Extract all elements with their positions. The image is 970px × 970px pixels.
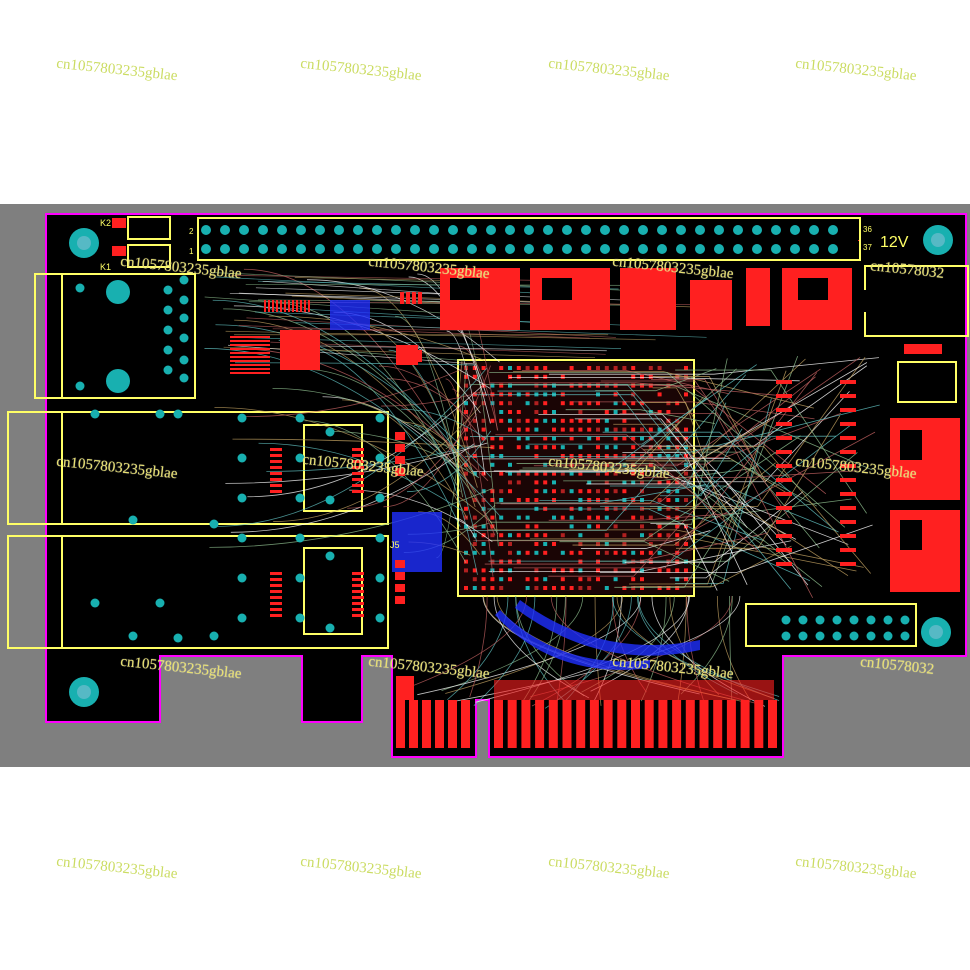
- copper-traces: [204, 268, 880, 709]
- label-12v: 12V: [880, 234, 909, 251]
- ic-pads: [230, 240, 859, 617]
- label-pin-1: 1: [189, 247, 194, 256]
- header-pin-row: [201, 225, 838, 254]
- bga-package: [460, 362, 692, 594]
- label-pin-2: 2: [189, 227, 194, 236]
- vias: [75, 275, 910, 643]
- bottom-copper-pours: [330, 300, 700, 670]
- label-j5: J5: [390, 540, 400, 550]
- label-pin-37: 37: [863, 243, 872, 252]
- pcie-edge-fingers: [396, 676, 777, 748]
- label-k1: K1: [100, 262, 111, 272]
- label-k2: K2: [100, 218, 111, 228]
- bga-ball-grid: [464, 366, 688, 590]
- label-pin-36: 36: [863, 225, 872, 234]
- mounting-holes: [69, 225, 953, 707]
